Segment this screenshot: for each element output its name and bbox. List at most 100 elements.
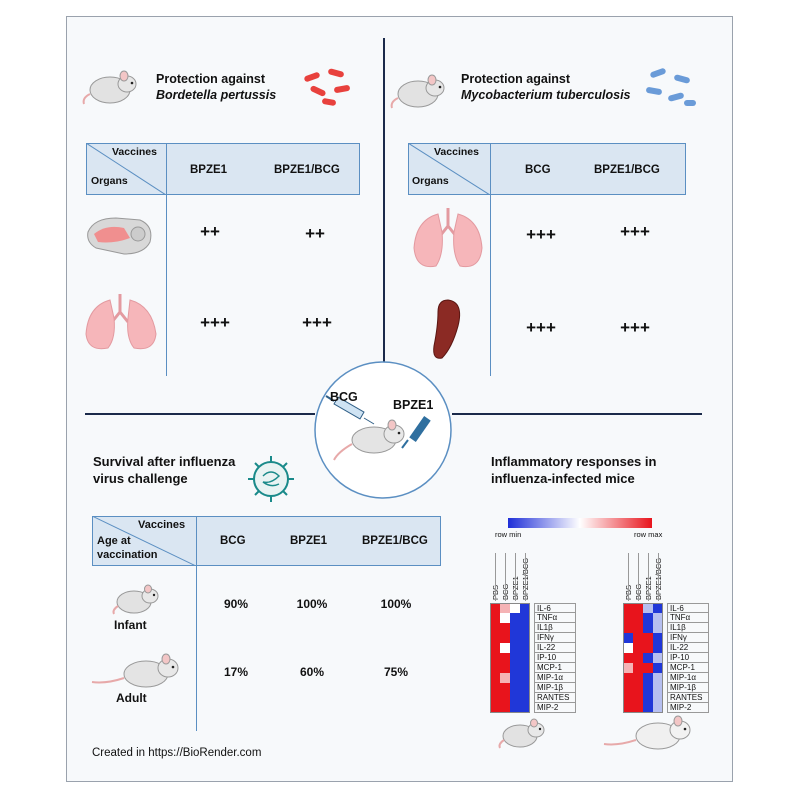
heatmap-cell (490, 653, 500, 663)
scale-min-label: row min (495, 530, 522, 539)
heatmap-cell (490, 683, 500, 693)
heatmap-cell (510, 693, 520, 703)
heatmap-row-label: IL-6 (534, 603, 576, 613)
heatmap-cell (643, 633, 653, 643)
heatmap-cell (633, 663, 643, 673)
mouse-icon (390, 74, 445, 109)
heatmap-cell (500, 613, 510, 623)
heatmap-border (623, 603, 663, 713)
panel-title-line1: Protection against (461, 72, 571, 86)
heatmap-cell (633, 693, 643, 703)
value-cell: +++ (526, 225, 556, 244)
heatmap-cell (633, 603, 643, 613)
heatmap-cell (490, 633, 500, 643)
heatmap-cell (520, 683, 530, 693)
heatmap-column-tick (648, 553, 649, 601)
table-column-divider (490, 143, 491, 376)
col-header-bcg: BCG (220, 535, 246, 547)
heatmap-cell (500, 653, 510, 663)
heatmap-cell (520, 623, 530, 633)
heatmap-cell (643, 643, 653, 653)
bpze1-label: BPZE1 (393, 398, 434, 412)
heatmap-cell (633, 703, 643, 713)
heatmap-row-label: IL-22 (534, 643, 576, 653)
value-cell: +++ (526, 318, 556, 337)
heatmap-row-label: IL-6 (667, 603, 709, 613)
heatmap-cell (653, 693, 663, 703)
panel-title-line1: Protection against (156, 72, 266, 86)
header-vaccines: Vaccines (112, 146, 157, 158)
value-cell: +++ (200, 313, 230, 332)
heatmap-cell (623, 693, 633, 703)
heatmap-cell (623, 633, 633, 643)
heatmap-cell (500, 633, 510, 643)
lungs-icon (413, 208, 483, 268)
heatmap-row-label: RANTES (534, 693, 576, 703)
adult-mouse-icon (91, 653, 179, 688)
value-cell: +++ (620, 318, 650, 337)
heatmap-row-label: IFNγ (667, 633, 709, 643)
heatmap-border (490, 603, 530, 713)
heatmap-cell (643, 603, 653, 613)
heatmap-cell (510, 623, 520, 633)
vertical-divider (383, 38, 385, 368)
heatmap-cell (623, 653, 633, 663)
heatmap-cell (653, 633, 663, 643)
biorender-credit: Created in https://BioRender.com (92, 747, 262, 759)
heatmap-cell (520, 633, 530, 643)
heatmap-cell (643, 653, 653, 663)
infant-mouse-icon (112, 584, 159, 615)
heatmap-cell (643, 623, 653, 633)
virus-icon (248, 456, 294, 502)
heatmap-cell (500, 683, 510, 693)
heatmap-cell (633, 643, 643, 653)
header-diagonal (92, 516, 196, 566)
heatmap-row-label: TNFα (534, 613, 576, 623)
heatmap-column-tick (628, 553, 629, 601)
panel-title-line1: Survival after influenza (93, 454, 236, 469)
heatmap-cell (653, 643, 663, 653)
value-cell: 17% (223, 665, 249, 679)
heatmap-cell (643, 673, 653, 683)
heatmap-cell (653, 603, 663, 613)
horizontal-divider-right (452, 413, 702, 415)
heatmap-cell (510, 703, 520, 713)
heatmap-cell (623, 603, 633, 613)
table-column-divider (166, 143, 167, 376)
heatmap-column-tick (638, 553, 639, 601)
heatmap-row-label: RANTES (667, 693, 709, 703)
heatmap-cell (623, 683, 633, 693)
heatmap-row-label: MIP-1β (667, 683, 709, 693)
heatmap-cell (510, 683, 520, 693)
table-header (92, 516, 441, 566)
panel-title-line2: Mycobacterium tuberculosis (461, 88, 631, 102)
value-cell: 100% (380, 597, 412, 611)
row-label-adult: Adult (116, 691, 147, 705)
col-header-bpze1: BPZE1 (190, 164, 228, 176)
heatmap-cell (510, 603, 520, 613)
heatmap-cell (490, 623, 500, 633)
syringe-icon (325, 395, 375, 425)
heatmap-row-label: MCP-1 (534, 663, 576, 673)
heatmap-cell (623, 663, 633, 673)
nasal-cavity-icon (87, 217, 152, 255)
heatmap-cell (633, 653, 643, 663)
heatmap-cell (633, 683, 643, 693)
heatmap-cell (500, 673, 510, 683)
col-header-bpze1-bcg: BPZE1/BCG (274, 164, 340, 176)
value-cell: +++ (302, 313, 332, 332)
heatmap-cell (510, 673, 520, 683)
heatmap-cell (490, 643, 500, 653)
heatmap-column-tick (525, 553, 526, 601)
heatmap-column-tick (505, 553, 506, 601)
table-column-divider (196, 516, 197, 731)
center-circle (314, 361, 452, 499)
heatmap-cell (623, 643, 633, 653)
heatmap-cell (490, 603, 500, 613)
panel-title-line1: Inflammatory responses in (491, 454, 657, 469)
value-cell: 90% (223, 597, 249, 611)
table-header (408, 143, 686, 195)
heatmap-cell (643, 703, 653, 713)
col-header-bpze1-bcg: BPZE1/BCG (362, 535, 428, 547)
heatmap-row-label: MIP-2 (534, 703, 576, 713)
